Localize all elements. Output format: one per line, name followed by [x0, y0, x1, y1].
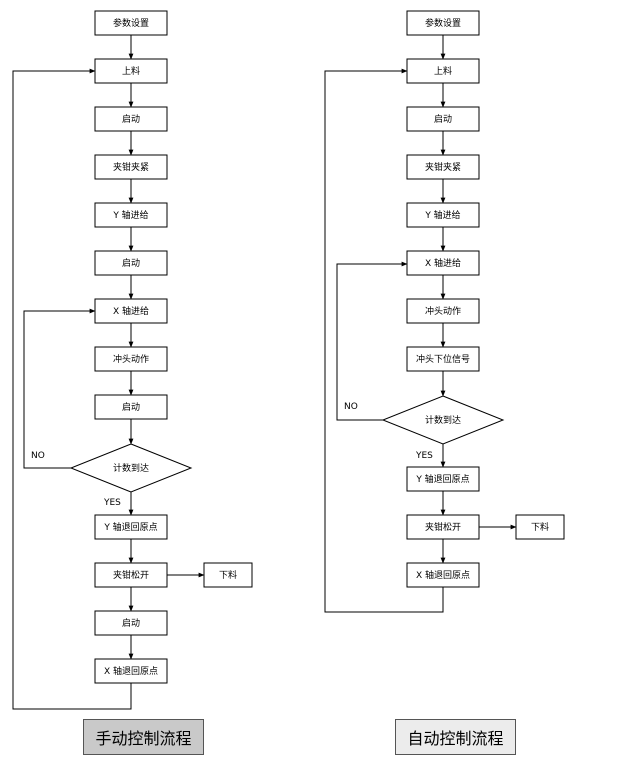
manual-no-label: NO [31, 451, 45, 461]
manual-step-yfeed: Y 轴进给 [94, 202, 168, 228]
auto-step-xfeed-label: X 轴进给 [425, 257, 461, 269]
auto-step-release-label: 夹钳松开 [425, 521, 461, 533]
auto-step-param: 参数设置 [406, 10, 480, 36]
manual-step-start2: 启动 [94, 250, 168, 276]
manual-step-start1-label: 启动 [122, 113, 140, 125]
auto-step-unload: 下料 [515, 514, 565, 540]
manual-step-start4-label: 启动 [122, 617, 140, 629]
auto-step-release: 夹钳松开 [406, 514, 480, 540]
manual-step-start2-label: 启动 [122, 257, 140, 269]
auto-step-xreturn: X 轴退回原点 [406, 562, 480, 588]
manual-step-release: 夹钳松开 [94, 562, 168, 588]
auto-step-yfeed: Y 轴进给 [406, 202, 480, 228]
manual-step-load: 上料 [94, 58, 168, 84]
auto-no-label: NO [344, 402, 358, 412]
manual-step-param: 参数设置 [94, 10, 168, 36]
auto-flow: 参数设置 上料 启动 夹钳夹紧 Y 轴进给 X 轴进给 冲头动作 冲头下位信号 [324, 10, 565, 613]
manual-step-param-label: 参数设置 [113, 17, 149, 29]
auto-step-yfeed-label: Y 轴进给 [424, 209, 460, 221]
manual-step-load-label: 上料 [122, 65, 140, 77]
auto-step-start1: 启动 [406, 106, 480, 132]
auto-flow-title: 自动控制流程 [395, 719, 516, 755]
manual-step-unload-label: 下料 [219, 569, 237, 581]
manual-flow: 参数设置 上料 启动 夹钳夹紧 Y 轴进给 启动 X 轴进给 冲头动作 [12, 10, 253, 710]
auto-decision-count: 计数到达 [381, 395, 505, 445]
auto-step-yreturn: Y 轴退回原点 [406, 466, 480, 492]
manual-decision-count-label: 计数到达 [113, 462, 149, 474]
manual-yes-label: YES [103, 498, 121, 508]
manual-step-start4: 启动 [94, 610, 168, 636]
manual-step-yreturn-label: Y 轴退回原点 [103, 521, 157, 533]
manual-step-punch-label: 冲头动作 [113, 353, 149, 365]
auto-connectors [324, 35, 517, 613]
auto-step-punch-down: 冲头下位信号 [406, 346, 480, 372]
auto-step-yreturn-label: Y 轴退回原点 [415, 473, 469, 485]
manual-decision-count: 计数到达 [69, 443, 193, 493]
auto-step-punch: 冲头动作 [406, 298, 480, 324]
auto-step-unload-label: 下料 [531, 521, 549, 533]
manual-step-release-label: 夹钳松开 [113, 569, 149, 581]
auto-step-punch-down-label: 冲头下位信号 [416, 353, 470, 365]
auto-step-clamp-label: 夹钳夹紧 [425, 161, 461, 173]
auto-step-param-label: 参数设置 [425, 17, 461, 29]
auto-step-clamp: 夹钳夹紧 [406, 154, 480, 180]
manual-step-start3-label: 启动 [122, 401, 140, 413]
auto-step-load-label: 上料 [434, 65, 452, 77]
manual-step-punch: 冲头动作 [94, 346, 168, 372]
manual-step-xreturn: X 轴退回原点 [94, 658, 168, 684]
manual-flow-title: 手动控制流程 [83, 719, 204, 755]
manual-step-xfeed-label: X 轴进给 [113, 305, 149, 317]
manual-step-start3: 启动 [94, 394, 168, 420]
auto-yes-label: YES [415, 451, 433, 461]
manual-step-start1: 启动 [94, 106, 168, 132]
manual-step-clamp: 夹钳夹紧 [94, 154, 168, 180]
manual-step-unload: 下料 [203, 562, 253, 588]
manual-step-clamp-label: 夹钳夹紧 [113, 161, 149, 173]
manual-step-xreturn-label: X 轴退回原点 [104, 665, 158, 677]
auto-step-xfeed: X 轴进给 [406, 250, 480, 276]
auto-step-punch-label: 冲头动作 [425, 305, 461, 317]
auto-step-load: 上料 [406, 58, 480, 84]
auto-step-xreturn-label: X 轴退回原点 [416, 569, 470, 581]
auto-decision-count-label: 计数到达 [425, 414, 461, 426]
auto-step-start1-label: 启动 [434, 113, 452, 125]
manual-step-yfeed-label: Y 轴进给 [112, 209, 148, 221]
manual-step-yreturn: Y 轴退回原点 [94, 514, 168, 540]
manual-step-xfeed: X 轴进给 [94, 298, 168, 324]
manual-connectors [12, 35, 205, 710]
